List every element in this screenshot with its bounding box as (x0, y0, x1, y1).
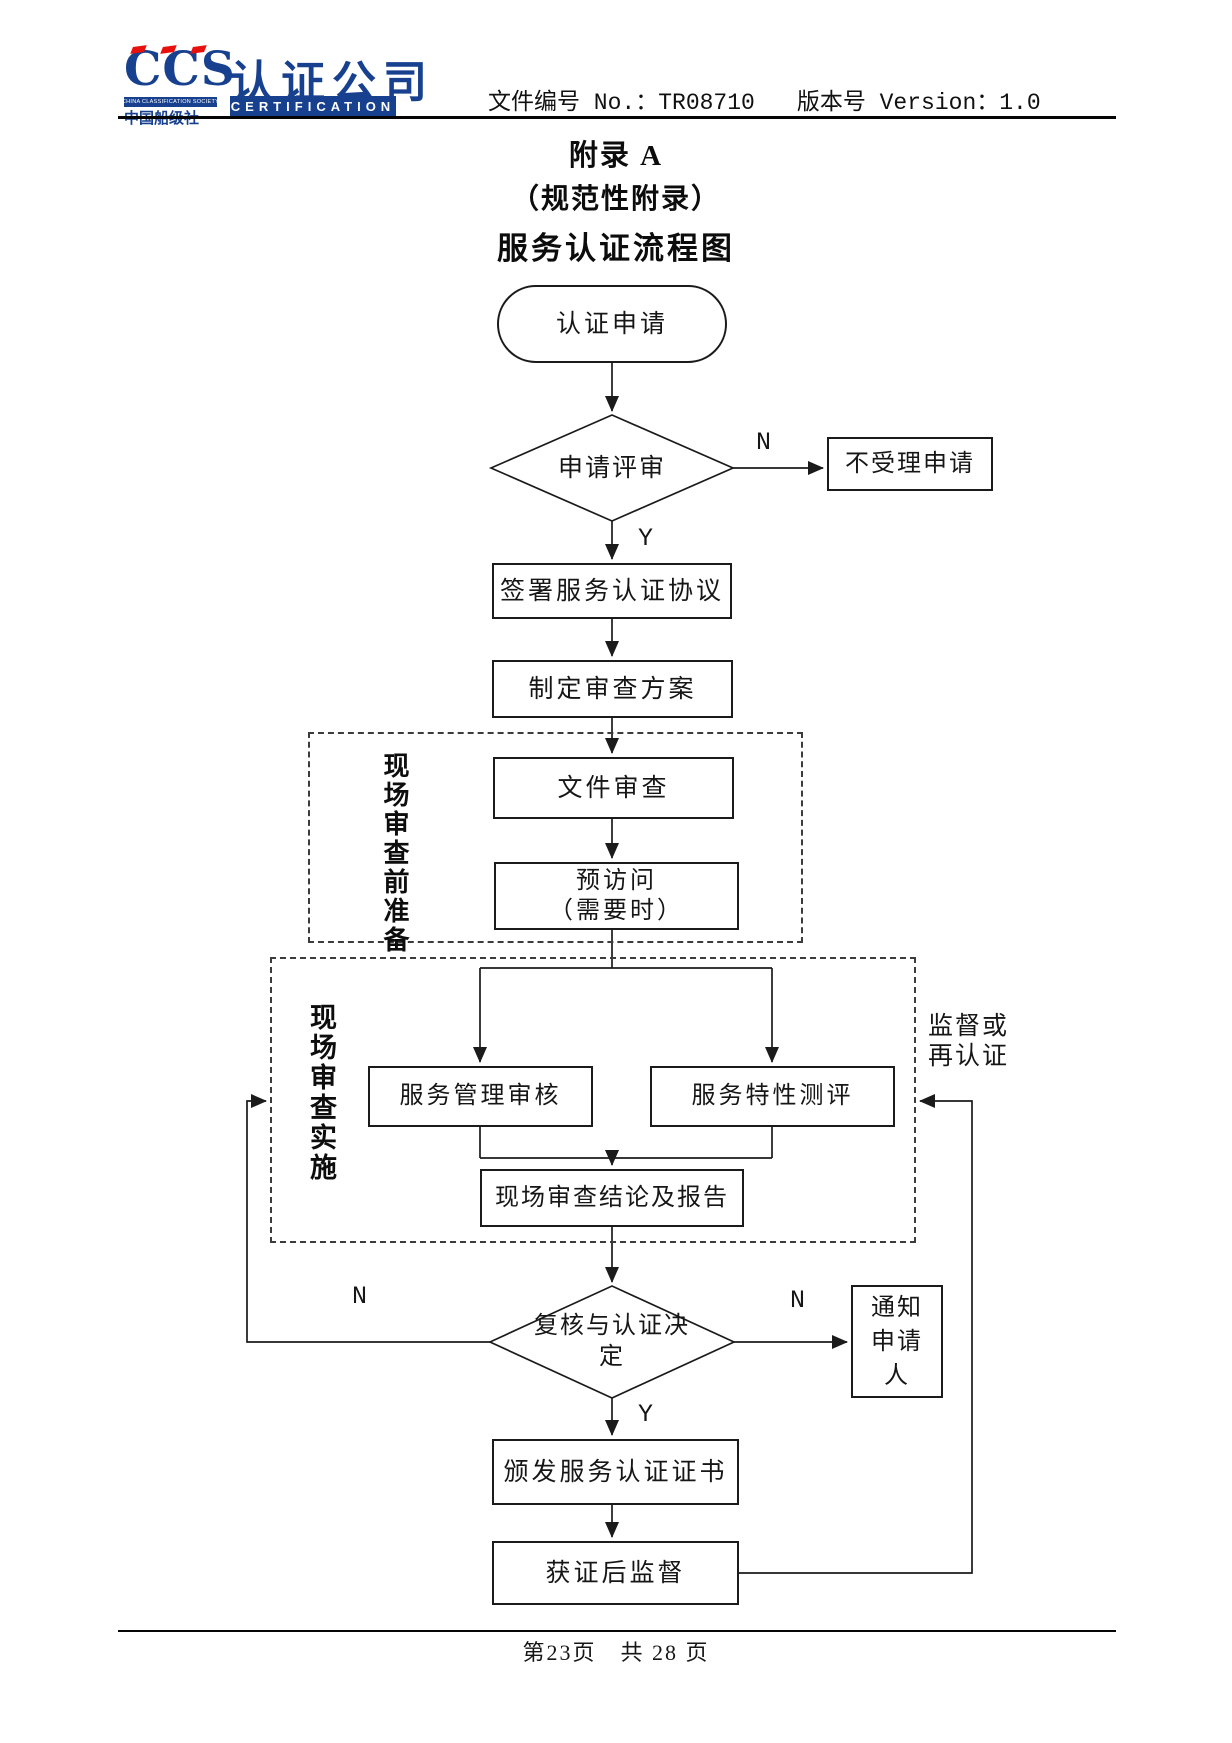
box-service-management-audit: 服务管理审核 (368, 1066, 593, 1127)
footer-page-info: 第23页 共 28 页 (522, 1640, 710, 1665)
page-title: 服务认证流程图 (497, 231, 735, 266)
title-appendix: 附录 A (568, 140, 664, 172)
box-document-review: 文件审查 (493, 757, 734, 819)
decision-final-line1: 复核与认证决 (534, 1313, 690, 1339)
version-number: 版本号 Version：1.0 (796, 90, 1041, 116)
box-sign-agreement: 签署服务认证协议 (492, 563, 732, 619)
supervision-recertification-label: 监督或 再认证 (928, 1012, 1009, 1072)
document-meta: 文件编号 No.：TR08710 版本号 Version：1.0 (488, 82, 1128, 116)
group-onsite-audit-implementation (270, 957, 916, 1243)
ccs-society-cn-label: 中国船级社 (124, 111, 200, 127)
branch-no-label-1: N (756, 428, 772, 457)
supervision-label-line1: 监督或 (928, 1013, 1010, 1040)
certification-bar: CERTIFICATION (230, 96, 396, 117)
decision-application-review-label: 申请评审 (557, 454, 666, 482)
header-rule (118, 116, 1116, 119)
group-pre-audit-preparation (308, 732, 803, 943)
start-terminator: 认证申请 (497, 285, 727, 363)
branch-yes-label-2: Y (638, 1400, 654, 1429)
pre-visit-line1: 预访问 (576, 868, 657, 894)
title-note: （规范性附录） (510, 184, 721, 215)
branch-no-label-2: N (790, 1286, 806, 1315)
box-notify-applicant: 通知 申请 人 (851, 1285, 943, 1398)
notify-line3: 人 (884, 1362, 910, 1389)
box-pre-visit: 预访问 （需要时） (494, 862, 739, 930)
decision-review-and-decision-label: 复核与认证决 定 (500, 1302, 724, 1382)
footer-rule (118, 1630, 1116, 1632)
box-post-certification-supervision: 获证后监督 (492, 1541, 739, 1605)
box-reject-application: 不受理申请 (827, 437, 993, 491)
decision-final-line2: 定 (599, 1344, 625, 1370)
box-service-feature-evaluation: 服务特性测评 (650, 1066, 895, 1127)
notify-line2: 申请 (871, 1328, 923, 1355)
box-make-audit-plan: 制定审查方案 (492, 660, 733, 718)
branch-yes-label-1: Y (638, 524, 654, 553)
notify-line1: 通知 (871, 1294, 923, 1321)
pre-visit-line2: （需要时） (549, 898, 684, 924)
group-pre-audit-label: 现场审查前准备 (380, 752, 409, 955)
group-onsite-audit-label: 现场审查实施 (306, 1003, 336, 1183)
box-onsite-audit-conclusion-report: 现场审查结论及报告 (480, 1169, 744, 1227)
supervision-label-line2: 再认证 (928, 1043, 1010, 1070)
ccs-society-bar: CHINA CLASSIFICATION SOCIETY (124, 97, 217, 107)
branch-no-label-left: N (352, 1282, 368, 1311)
box-issue-certificate: 颁发服务认证证书 (492, 1439, 739, 1505)
document-number: 文件编号 No.：TR08710 (488, 90, 755, 116)
